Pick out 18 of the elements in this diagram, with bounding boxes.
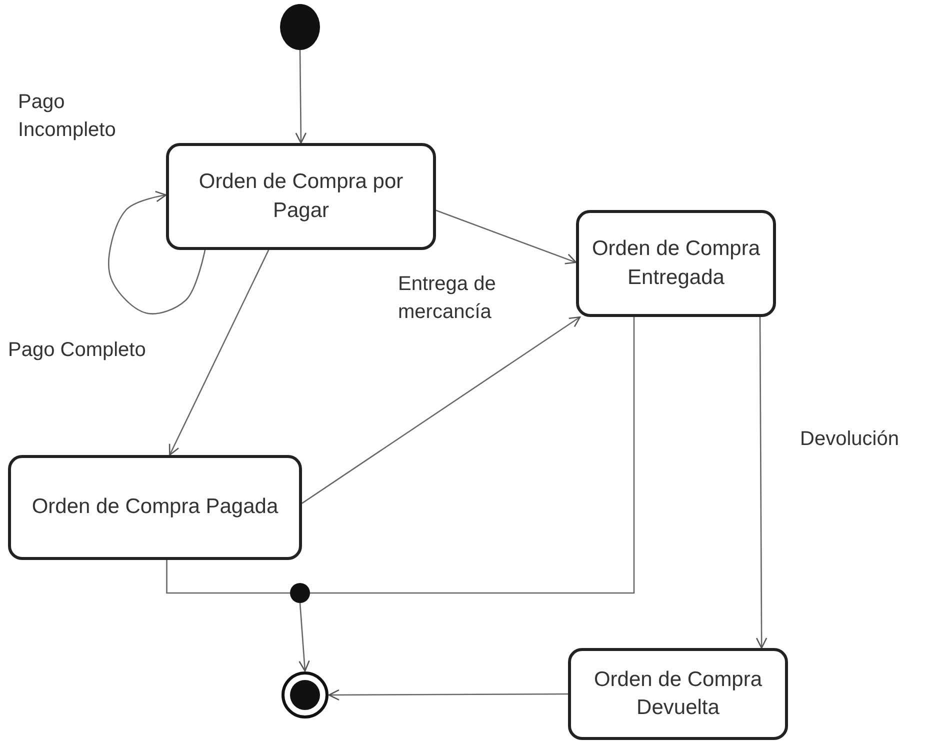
transition-arrow	[298, 602, 310, 672]
state-name: Orden de Compra Entregada	[590, 236, 762, 290]
transition-arrow	[295, 50, 307, 144]
transition-arrow	[756, 317, 768, 649]
state-box	[166, 143, 436, 250]
transition-arrow	[302, 316, 581, 504]
state-name: Orden de Compra por Pagar	[198, 169, 404, 224]
transition-arrow	[436, 210, 577, 264]
connector-line	[166, 560, 290, 594]
state-name: Orden de Compra Devuelta	[592, 666, 764, 721]
transition-arrow	[328, 689, 568, 701]
state-name: Orden de Compra Pagada	[32, 494, 278, 520]
state-box	[568, 648, 788, 740]
transition-arrow	[168, 250, 270, 456]
connector-line	[310, 317, 635, 594]
state-box	[576, 210, 776, 317]
transition-arrow	[108, 190, 206, 314]
state-box	[8, 455, 302, 560]
